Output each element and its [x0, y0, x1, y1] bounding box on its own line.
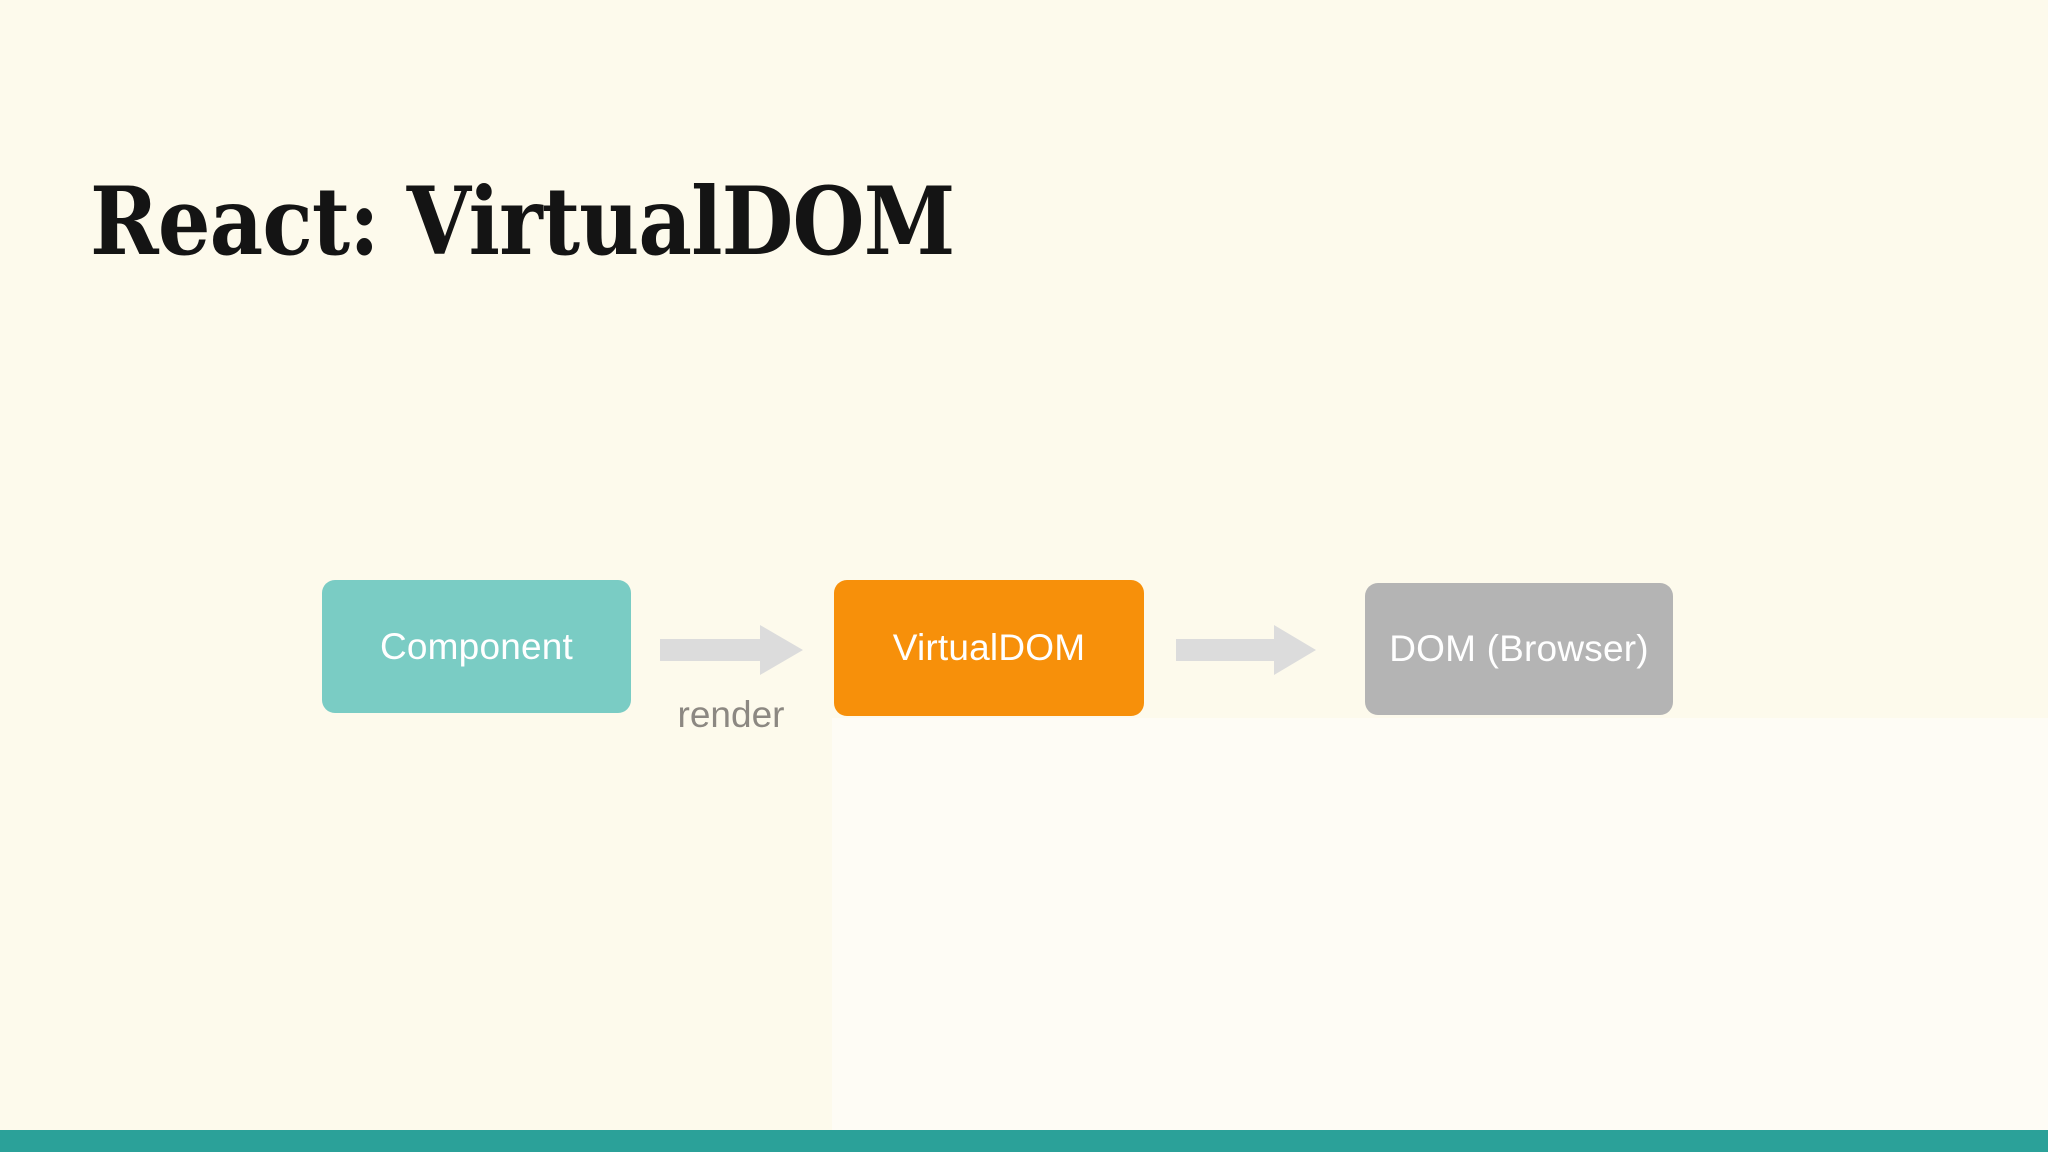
bottom-accent-bar [0, 1130, 2048, 1152]
diagram-node-component[interactable]: Component [322, 580, 631, 713]
diagram-node-dom-label: DOM (Browser) [1389, 628, 1649, 669]
arrow-right-icon-render [660, 622, 803, 678]
diagram-node-virtualdom[interactable]: VirtualDOM [834, 580, 1144, 716]
diagram-node-component-label: Component [379, 625, 574, 667]
page-title: React: VirtualDOM [90, 166, 955, 277]
diagram-node-dom[interactable]: DOM (Browser) [1365, 583, 1673, 715]
arrow-right-icon-paint [1176, 622, 1316, 678]
diagram-node-virtualdom-label: VirtualDOM [892, 627, 1086, 668]
edge-label-render: render [677, 694, 785, 735]
